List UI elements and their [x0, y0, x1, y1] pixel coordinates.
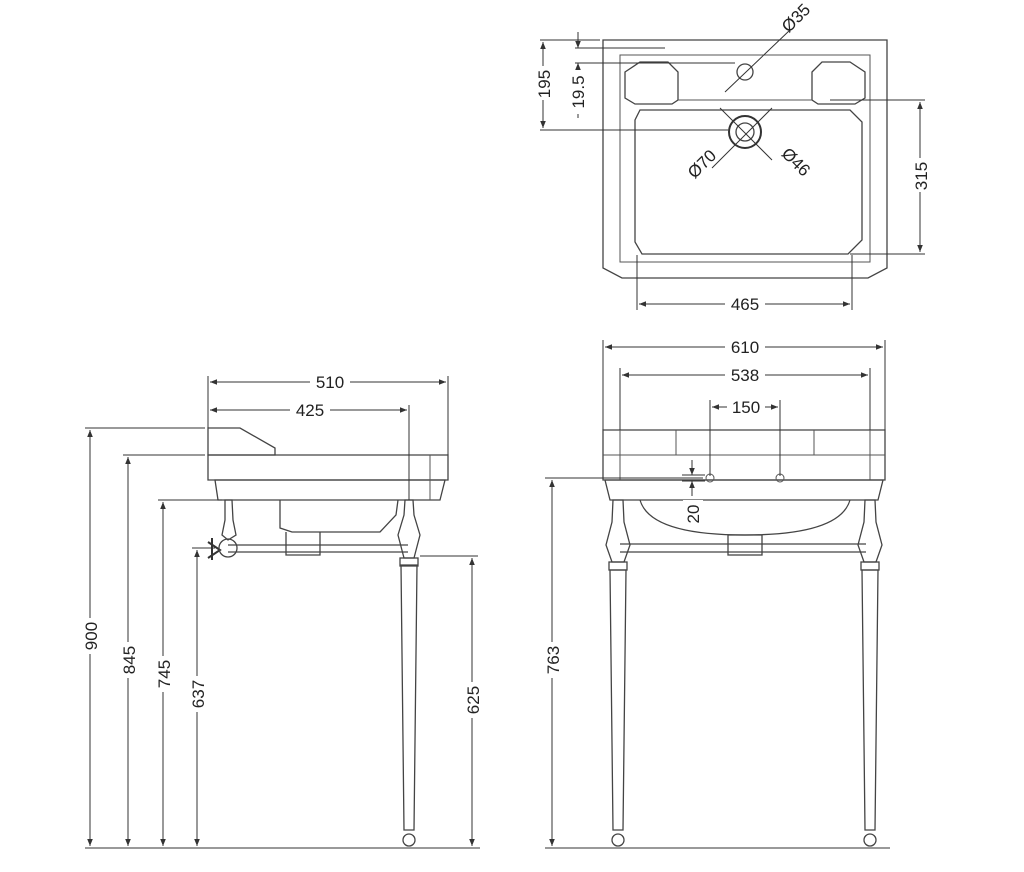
side-leg-collar: [399, 557, 419, 567]
dim-label-o46: Ø46: [778, 144, 814, 180]
plan-back-ledge-right: [811, 61, 866, 105]
dim-label-315: 315: [912, 162, 931, 190]
plan-waste-outer: [728, 115, 762, 149]
dim-label-150: 150: [732, 398, 760, 417]
dim-label-o70: Ø70: [684, 146, 720, 182]
plan-inner-rim: [619, 54, 871, 263]
dim-label-510: 510: [316, 373, 344, 392]
side-leg-foot: [402, 833, 416, 847]
dim-label-900: 900: [82, 622, 101, 650]
front-right-foot: [863, 833, 877, 847]
front-right-leg: [861, 569, 879, 831]
side-bracket-knob: [218, 538, 238, 558]
plan-back-ledge: [624, 61, 679, 105]
plan-outer-rim: [602, 39, 888, 279]
dim-label-425: 425: [296, 401, 324, 420]
plan-leader-35: [724, 29, 791, 93]
plan-leader-70: [711, 107, 773, 169]
front-basin-lower: [604, 479, 884, 501]
side-front-leg-top: [397, 499, 421, 559]
dim-label-625: 625: [464, 686, 483, 714]
front-left-leg-top: [605, 499, 631, 563]
front-left-collar: [608, 561, 628, 571]
front-left-leg: [609, 569, 627, 831]
side-view: 510 425 900 845 745 637 625: [80, 372, 483, 849]
front-view: 610 538 150 20 763: [542, 337, 890, 849]
dim-label-637: 637: [189, 680, 208, 708]
dim-label-745: 745: [155, 660, 174, 688]
dim-label-19-5: 19.5: [569, 75, 588, 108]
dim-label-195: 195: [535, 70, 554, 98]
side-bowl: [279, 499, 399, 533]
side-front-leg: [400, 564, 418, 831]
dim-label-845: 845: [120, 646, 139, 674]
side-basin-back: [207, 427, 276, 456]
plan-waste-inner: [735, 122, 755, 142]
dim-label-20: 20: [684, 505, 703, 524]
front-left-foot: [611, 833, 625, 847]
plan-bowl: [634, 109, 863, 255]
side-waste: [285, 532, 321, 556]
plan-view: 195 19.5 315 465 Ø35 Ø70 Ø46: [526, 0, 931, 314]
side-wall-bracket: [207, 538, 222, 560]
front-right-collar: [860, 561, 880, 571]
plan-tap-hole: [736, 63, 754, 81]
side-basin-body: [207, 454, 449, 481]
front-waste: [727, 534, 763, 556]
dim-label-538: 538: [731, 366, 759, 385]
dim-label-o35: Ø35: [778, 0, 814, 36]
dim-label-465: 465: [731, 295, 759, 314]
dim-label-763: 763: [544, 646, 563, 674]
side-basin-lower: [214, 479, 446, 501]
front-bowl: [639, 499, 851, 536]
front-right-leg-top: [857, 499, 883, 563]
side-back-post: [221, 499, 237, 541]
front-basin-top: [602, 429, 886, 481]
dim-label-610: 610: [731, 338, 759, 357]
